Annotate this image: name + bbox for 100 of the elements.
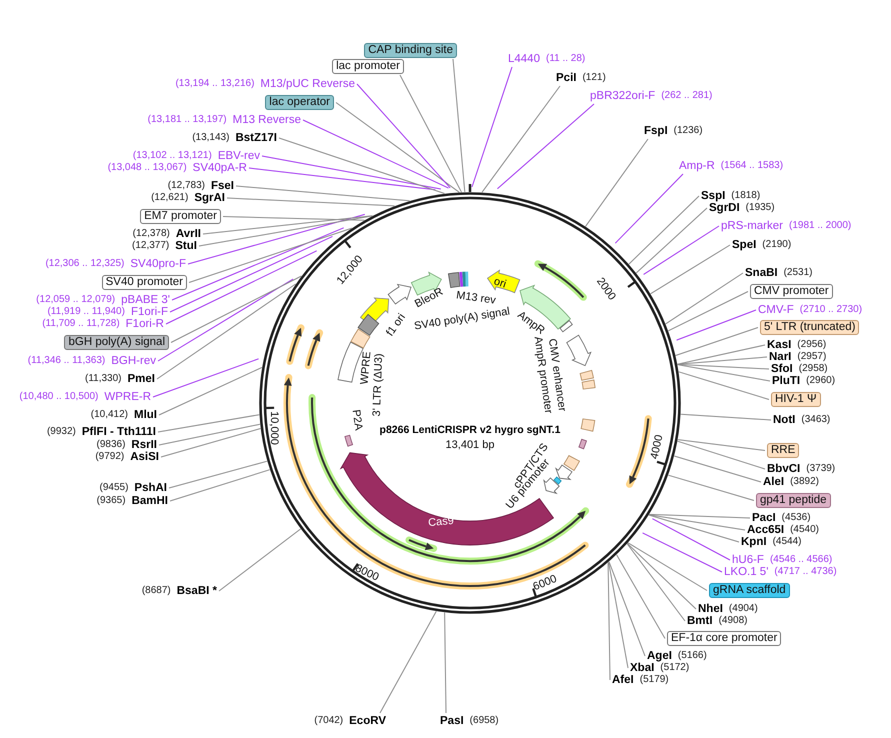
leader-line xyxy=(198,215,373,246)
primer-name: BGH-rev xyxy=(111,354,156,368)
leader-line xyxy=(650,244,730,294)
leader-line xyxy=(158,414,260,432)
enzyme-name: SnaBI xyxy=(745,266,778,280)
feature-name: P2A xyxy=(350,408,364,432)
cut-position: (2956) xyxy=(797,338,826,352)
cut-position: (1236) xyxy=(674,124,703,138)
primer-name: F1ori-R xyxy=(126,317,164,331)
leader-line xyxy=(302,120,449,189)
leader-line xyxy=(170,276,302,343)
leader-line xyxy=(652,518,730,560)
enzyme-name: NheI xyxy=(698,602,723,616)
scale-label: 8000 xyxy=(353,562,381,584)
primer-name: M13 Reverse xyxy=(232,113,301,127)
enzyme-name: BamHI xyxy=(132,494,168,508)
feature-label: CMV promoter xyxy=(750,284,833,299)
primer-range: (11,709 .. 11,728) xyxy=(42,317,120,331)
enzyme-name: AfeI xyxy=(612,673,634,687)
primer-name: LKO.1 5' xyxy=(724,565,768,579)
feature-label: RRE xyxy=(767,443,800,458)
leader-line xyxy=(158,366,262,416)
leader-line xyxy=(648,514,740,542)
cut-position: (9932) xyxy=(46,425,76,439)
leader-line xyxy=(668,291,748,332)
leader-line xyxy=(496,104,594,190)
leader-line xyxy=(665,272,744,324)
leader-line xyxy=(166,250,318,324)
leader-line xyxy=(608,562,628,668)
primer-range: (1981 .. 2000) xyxy=(788,219,852,233)
leader-line xyxy=(675,327,758,356)
leader-line xyxy=(676,310,756,341)
enzyme-name: StuI xyxy=(175,239,197,253)
leader-line xyxy=(677,439,766,451)
feature-label: EF-1α core promoter xyxy=(667,631,782,646)
leader-line xyxy=(676,356,768,365)
cut-position: (2190) xyxy=(762,238,792,252)
enzyme-name: PacI xyxy=(752,511,776,525)
leader-line xyxy=(636,208,708,274)
primer-range: (12,059 .. 12,079) xyxy=(36,293,116,306)
enzyme-name: AgeI xyxy=(647,649,672,662)
primer-name: F1ori-F xyxy=(130,306,168,318)
cut-position: (12,621) xyxy=(151,191,188,205)
enzyme-name: NotI xyxy=(773,413,796,427)
enzyme-name: KpnI xyxy=(741,535,767,549)
feature-label: 5' LTR (truncated) xyxy=(760,320,860,335)
primer-name: pBR322ori-F xyxy=(590,89,656,103)
leader-line xyxy=(278,138,445,194)
leader-line xyxy=(626,543,686,622)
primer-range: (12,306 .. 12,325) xyxy=(45,257,124,271)
leader-line xyxy=(158,424,261,446)
enzyme-name: XbaI xyxy=(630,662,654,674)
feature-label: HIV-1 Ψ xyxy=(771,392,821,407)
primer-range: (1564 .. 1583) xyxy=(720,159,784,173)
cut-position: (9365) xyxy=(96,494,126,508)
leader-line xyxy=(626,543,696,610)
cut-position: (6958) xyxy=(470,714,499,728)
cut-position: (9836) xyxy=(96,438,126,452)
primer-range: (2710 .. 2730) xyxy=(800,303,862,317)
primer-range: (11,346 .. 11,363) xyxy=(28,354,106,368)
enzyme-name: BbvCI xyxy=(767,462,800,476)
enzyme-name: PmeI xyxy=(128,372,155,386)
leader-line xyxy=(680,414,772,420)
leader-line xyxy=(642,532,722,572)
leader-line xyxy=(628,542,708,591)
leader-line xyxy=(400,74,462,193)
leader-line xyxy=(218,528,302,592)
enzyme-name: PflFI - Tth111I xyxy=(82,425,156,439)
scale-label: 4000 xyxy=(648,434,666,460)
leader-line xyxy=(152,358,260,398)
primer-name: SV40pA-R xyxy=(192,161,247,175)
cut-position: (12,377) xyxy=(132,239,170,253)
cut-position: (4544) xyxy=(772,535,802,549)
cut-position: (3892) xyxy=(790,475,819,489)
enzyme-name: FspI xyxy=(644,124,668,138)
leader-line xyxy=(472,66,512,188)
cut-position: (12,783) xyxy=(168,179,205,192)
enzyme-name: AsiSI xyxy=(130,450,159,464)
leader-line xyxy=(616,554,666,639)
leader-line xyxy=(585,138,648,227)
leader-line xyxy=(444,612,446,714)
leader-line xyxy=(188,228,352,283)
cut-position: (121) xyxy=(582,71,606,85)
cut-position: (3739) xyxy=(806,462,836,476)
feature-name: SV40 poly(A) signal xyxy=(413,306,511,332)
primer-range: (10,480 .. 10,500) xyxy=(19,390,98,404)
cut-position: (12,378) xyxy=(132,227,170,240)
scale-label: 10,000 xyxy=(268,411,280,445)
feature-label: gp41 peptide xyxy=(756,493,831,508)
leader-line xyxy=(202,215,374,234)
cut-position: (10,412) xyxy=(90,408,128,422)
leader-line xyxy=(188,214,366,264)
leader-line xyxy=(608,562,610,680)
enzyme-name: BstZ17I xyxy=(235,131,277,145)
primer-name: SV40pro-F xyxy=(130,257,186,271)
primer-name: CMV-F xyxy=(758,303,794,317)
enzyme-name: PciI xyxy=(556,71,576,85)
enzyme-name: SgrDI xyxy=(709,202,740,215)
leader-line xyxy=(452,58,466,193)
cut-position: (9455) xyxy=(100,481,128,495)
